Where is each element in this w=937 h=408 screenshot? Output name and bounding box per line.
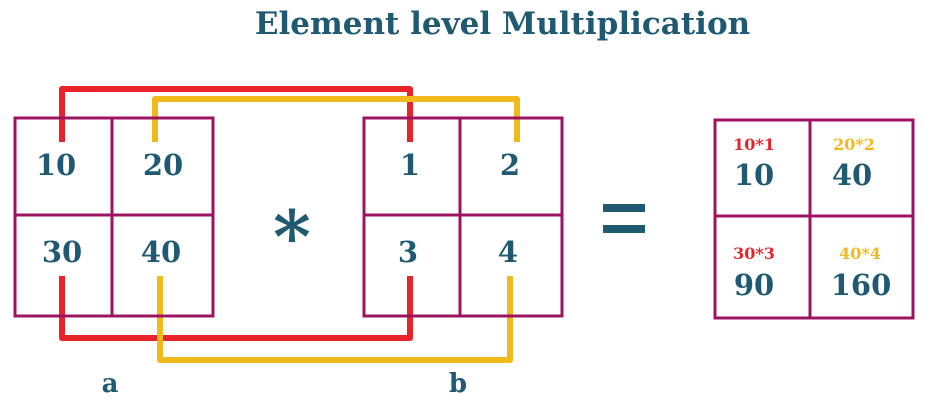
connector-top-yellow <box>152 96 520 142</box>
result-expr-3: 30*3 <box>733 244 775 263</box>
result-value-2: 40 <box>832 158 872 192</box>
result-expr-1: 10*1 <box>733 135 775 154</box>
result-expr-4: 40*4 <box>839 244 881 263</box>
matrix-b-grid <box>362 116 564 318</box>
equals-sign <box>603 204 645 233</box>
matrix-a-cell-4: 40 <box>141 235 181 269</box>
result-expr-2: 20*2 <box>833 135 875 154</box>
connector-top-red <box>59 86 413 142</box>
matrix-b-label: b <box>449 369 467 399</box>
page-title: Element level Multiplication <box>254 6 751 42</box>
connector-bottom-red <box>59 276 413 341</box>
connector-bottom-yellow <box>157 276 513 363</box>
multiply-operator: * <box>273 194 311 279</box>
matrix-b-cell-1: 1 <box>400 148 420 182</box>
matrix-b-cell-3: 3 <box>398 235 418 269</box>
matrix-a-cell-3: 30 <box>42 235 82 269</box>
result-value-1: 10 <box>734 158 774 192</box>
matrix-b-cell-2: 2 <box>500 148 520 182</box>
result-value-4: 160 <box>831 268 892 302</box>
matrix-a-grid <box>13 116 215 318</box>
result-grid <box>713 118 915 320</box>
matrix-a-cell-1: 10 <box>36 148 76 182</box>
result-value-3: 90 <box>734 268 774 302</box>
matrix-a-label: a <box>102 369 119 399</box>
matrix-a-cell-2: 20 <box>143 148 183 182</box>
matrix-b-cell-4: 4 <box>498 235 518 269</box>
